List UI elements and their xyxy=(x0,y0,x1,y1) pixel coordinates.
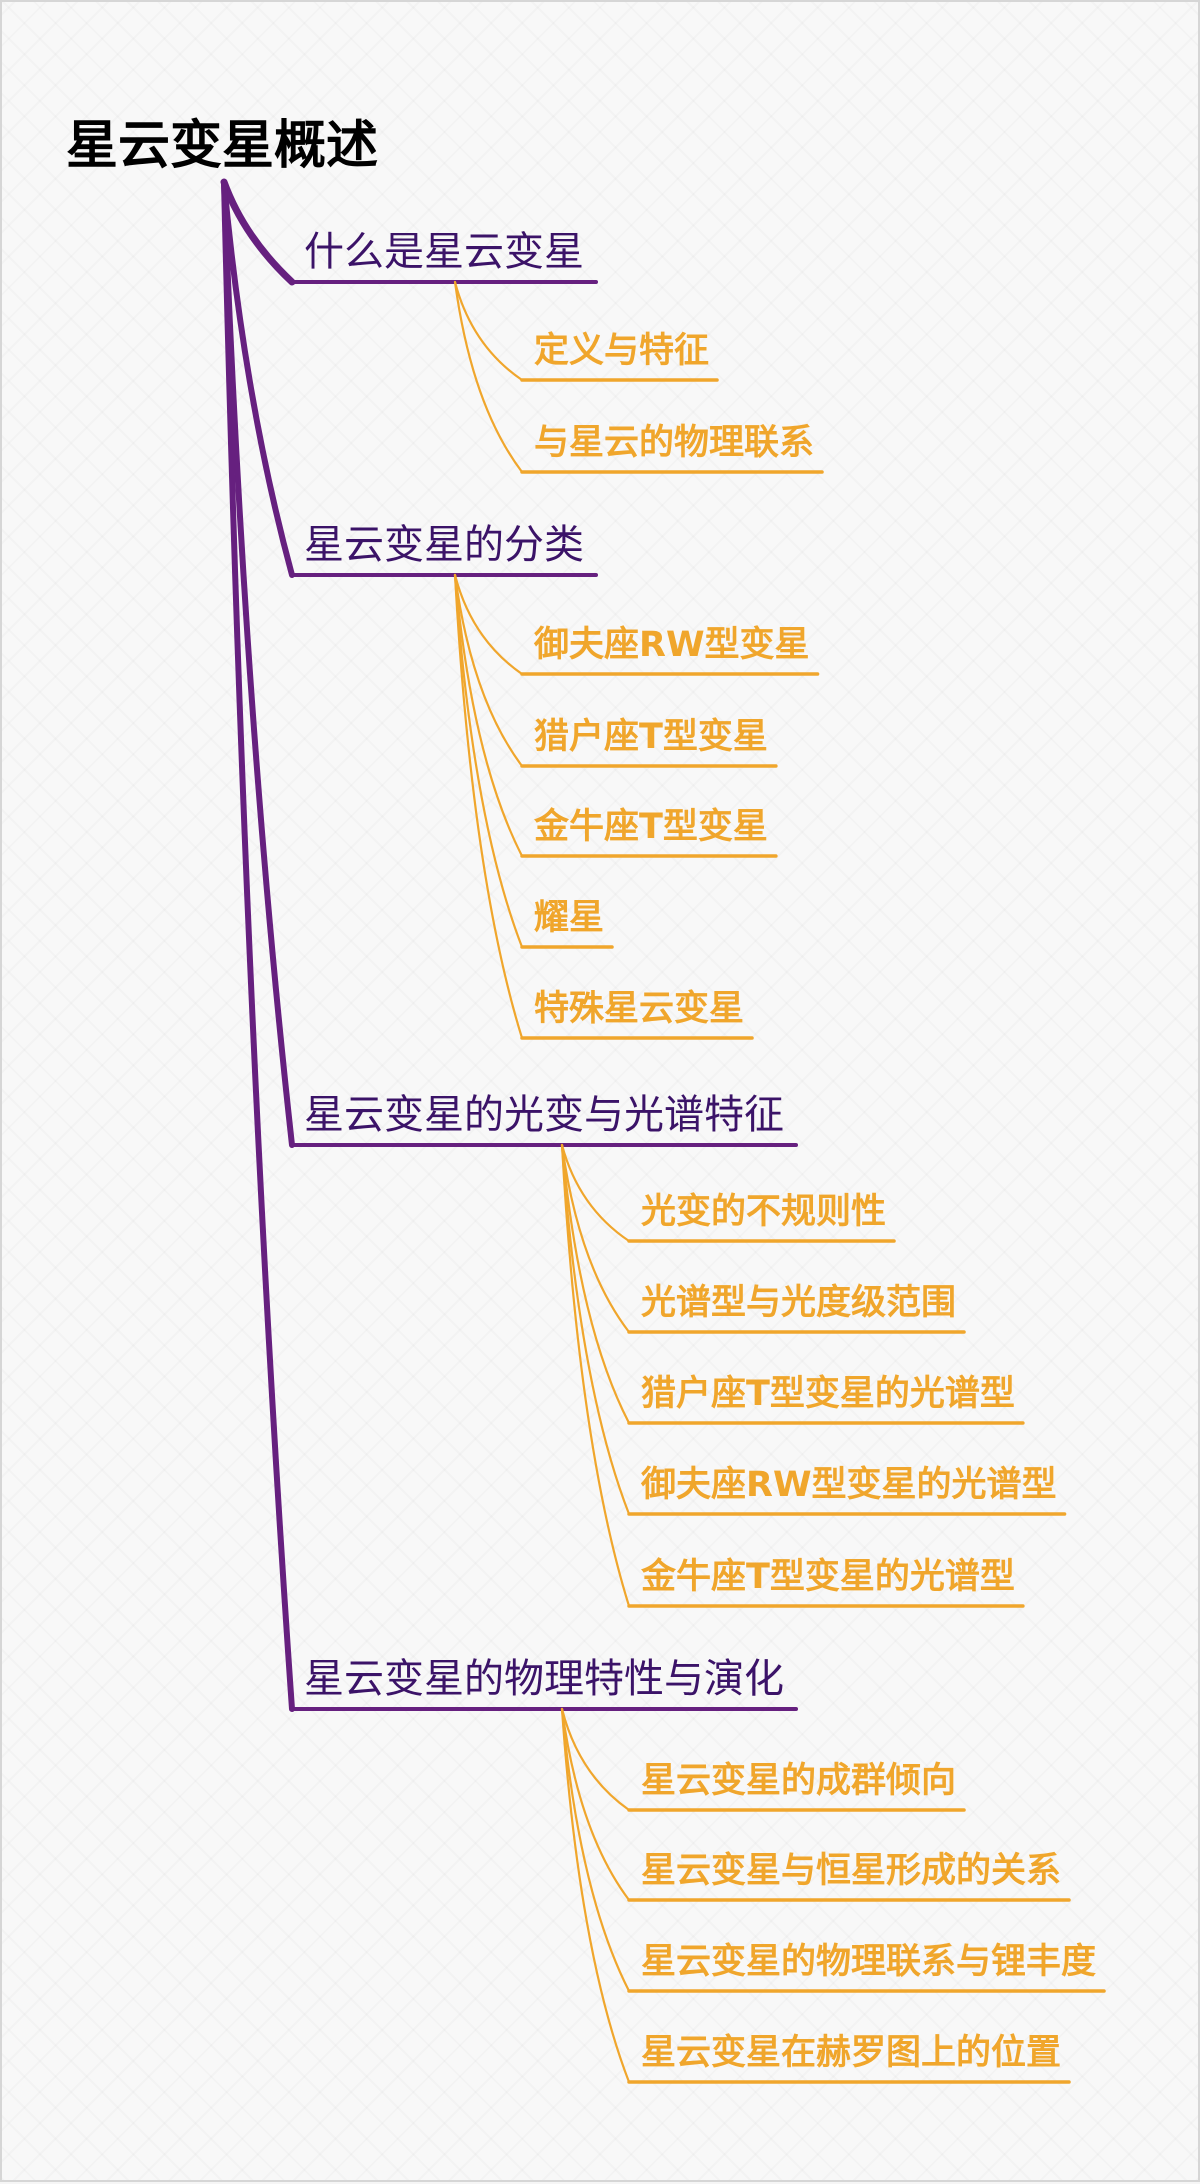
leaf-connector xyxy=(560,1707,631,1993)
leaf-connector xyxy=(453,573,524,768)
leaf-item: 与星云的物理联系 xyxy=(534,423,815,463)
leaf-connector xyxy=(560,1143,631,1425)
leaf-item: 猎户座T型变星的光谱型 xyxy=(641,1374,1015,1414)
leaf-item: 星云变星的成群倾向 xyxy=(641,1761,957,1801)
leaf-connector xyxy=(453,573,524,1040)
leaf-connector xyxy=(453,280,524,474)
leaf-connector xyxy=(560,1707,631,1812)
leaf-connector xyxy=(560,1707,631,2084)
leaf-item: 星云变星与恒星形成的关系 xyxy=(641,1851,1062,1891)
leaf-connector xyxy=(560,1143,631,1516)
leaf-item: 星云变星在赫罗图上的位置 xyxy=(641,2033,1062,2073)
root-connector xyxy=(221,179,295,1712)
section-title: 什么是星云变星 xyxy=(304,229,584,275)
leaf-item: 定义与特征 xyxy=(534,331,710,371)
section-title: 星云变星的物理特性与演化 xyxy=(304,1656,784,1702)
leaf-connector xyxy=(560,1143,631,1334)
section-title: 星云变星的分类 xyxy=(304,522,584,568)
root-connector xyxy=(220,178,296,286)
leaf-connector xyxy=(453,573,524,676)
leaf-item: 光变的不规则性 xyxy=(641,1192,887,1232)
leaf-item: 猎户座T型变星 xyxy=(534,717,768,757)
leaf-item: 金牛座T型变星 xyxy=(534,807,768,847)
leaf-item: 耀星 xyxy=(534,898,605,938)
leaf-connector xyxy=(453,573,524,858)
leaf-item: 光谱型与光度级范围 xyxy=(641,1283,957,1323)
leaf-connector xyxy=(453,280,524,382)
root-topic: 星云变星概述 xyxy=(66,116,379,176)
leaf-item: 星云变星的物理联系与锂丰度 xyxy=(641,1942,1097,1982)
root-connector xyxy=(221,179,295,578)
leaf-connector xyxy=(560,1143,631,1608)
leaf-connector xyxy=(453,573,524,949)
leaf-item: 金牛座T型变星的光谱型 xyxy=(641,1557,1015,1597)
leaf-item: 御夫座RW型变星的光谱型 xyxy=(641,1465,1057,1505)
leaf-item: 特殊星云变星 xyxy=(534,989,745,1029)
leaf-connector xyxy=(560,1143,631,1243)
leaf-item: 御夫座RW型变星 xyxy=(534,625,810,665)
leaf-connector xyxy=(560,1707,631,1902)
section-title: 星云变星的光变与光谱特征 xyxy=(304,1092,784,1138)
root-connector xyxy=(221,179,295,1148)
